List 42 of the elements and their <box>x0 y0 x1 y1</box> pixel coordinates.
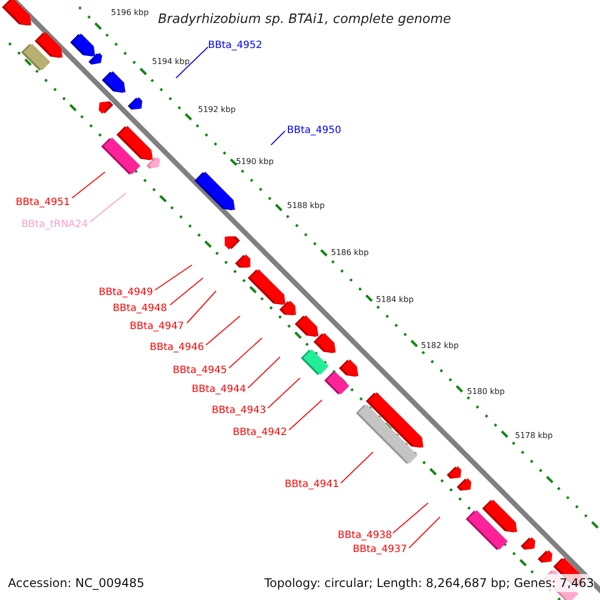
tick-label: 5196 kbp <box>111 9 149 17</box>
leader-line <box>206 316 240 346</box>
gene-label: BBta_4941 <box>284 478 339 491</box>
gene-label: BBta_4950 <box>287 124 342 137</box>
tick-label: 5186 kbp <box>331 249 369 257</box>
leader-line <box>268 378 300 408</box>
leader-line <box>186 290 216 324</box>
tick-label: 5190 kbp <box>236 158 274 166</box>
leader-line <box>170 278 204 306</box>
leader-line <box>288 400 322 430</box>
leader-line <box>176 46 208 78</box>
tick-label: 5192 kbp <box>198 106 236 114</box>
genome-summary-text: Topology: circular; Length: 8,264,687 bp; Genes: 7,463 <box>264 574 594 592</box>
gene-label: BBta_4938 <box>338 529 392 542</box>
tick-label: 5182 kbp <box>421 342 459 350</box>
gene-label: BBta_tRNA24 <box>21 218 88 231</box>
gene-label: BBta_4949 <box>98 286 153 299</box>
leader-line <box>90 192 126 222</box>
gene-label: BBta_4944 <box>192 383 246 396</box>
leader-line <box>340 452 374 484</box>
gene-label: BBta_4945 <box>172 364 227 377</box>
gene-label: BBta_4951 <box>16 196 70 209</box>
tick-label: 5194 kbp <box>152 58 190 66</box>
leader-line <box>154 264 192 290</box>
gene-label: BBta_4937 <box>352 543 407 556</box>
gene-label: BBta_4946 <box>150 341 204 354</box>
tick-label: 5178 kbp <box>515 432 553 440</box>
leader-line <box>270 130 286 146</box>
gene-label: BBta_4952 <box>208 39 262 52</box>
tick-label: 5188 kbp <box>287 202 325 210</box>
map-title: Bradyrhizobium sp. BTAi1, complete genome <box>158 11 452 29</box>
leader-line <box>228 338 262 368</box>
leader-line <box>72 172 106 198</box>
gene-label: BBta_4947 <box>130 320 184 333</box>
leader-line <box>408 516 440 548</box>
gene-label: BBta_4942 <box>232 426 287 439</box>
leader-line <box>392 502 428 534</box>
tick-label: 5180 kbp <box>467 388 505 396</box>
gene-label: BBta_4948 <box>112 302 167 315</box>
leader-line <box>248 356 280 388</box>
gene-label: BBta_4943 <box>212 404 266 417</box>
tick-label: 5184 kbp <box>376 296 414 304</box>
